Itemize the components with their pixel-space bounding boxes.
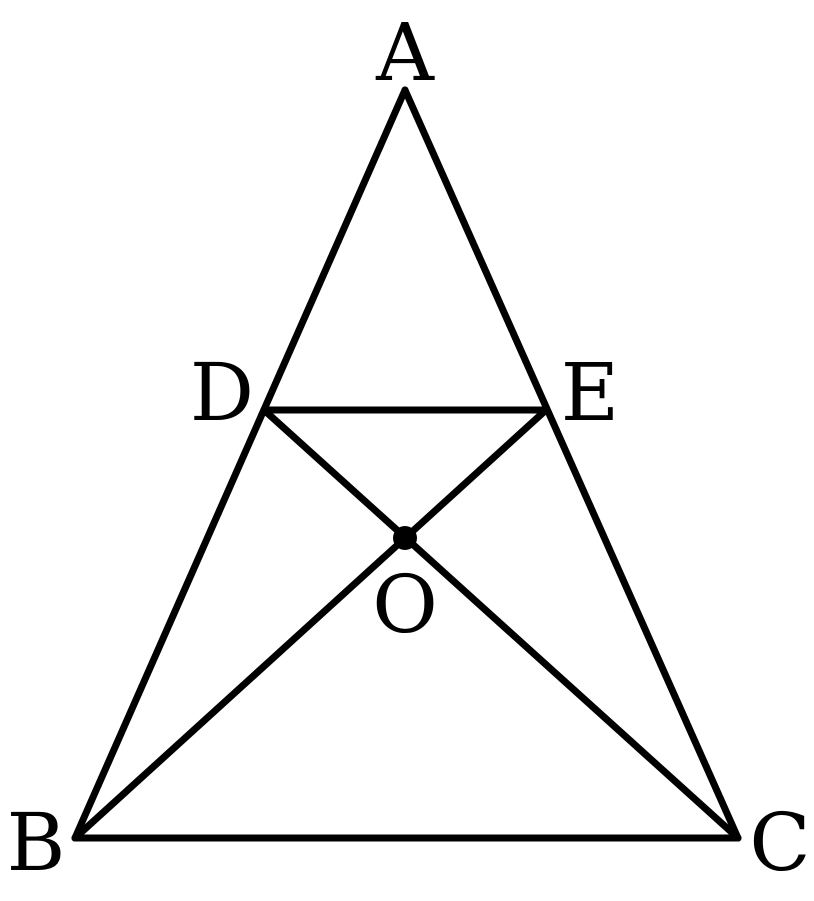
point-o-dot	[393, 526, 417, 550]
label-o: O	[372, 558, 438, 651]
label-e: E	[561, 346, 619, 439]
segment-dc	[260, 406, 742, 842]
segment-ab	[71, 86, 409, 842]
label-b: B	[7, 796, 66, 889]
label-d: D	[190, 346, 254, 439]
label-c: C	[749, 796, 810, 889]
segment-ac	[401, 86, 742, 842]
label-a: A	[375, 6, 435, 99]
segment-eb	[71, 406, 550, 842]
